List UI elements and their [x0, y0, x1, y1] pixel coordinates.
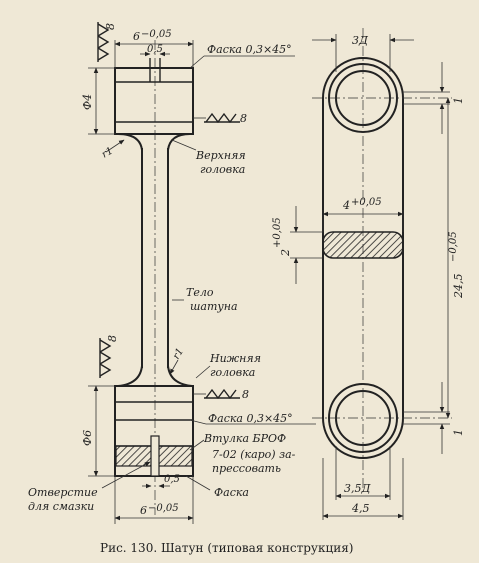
figure-caption: Рис. 130. Шатун (типовая конструкция): [100, 541, 353, 555]
bushing-label-1: Втулка БРОФ: [203, 432, 286, 445]
dim-top-width: 6: [133, 30, 140, 43]
roughness-top-left: 8: [104, 23, 117, 30]
dim-section-h-tol: +0,05: [272, 217, 283, 248]
fillet-top-label: r1: [100, 145, 115, 160]
dim-head-dia: Ф4: [81, 94, 94, 110]
upper-head-label-1: Верхняя: [195, 149, 246, 162]
dim-hole: 0,5: [164, 474, 180, 485]
roughness-lower-left-icon: [99, 338, 112, 378]
chamfer-bottom-label: Фаска: [214, 486, 249, 499]
chamfer-lower-label: Фаска 0,3×45°: [208, 412, 293, 425]
roughness-top-left-icon: [97, 22, 110, 62]
roughness-right-lower: 8: [242, 388, 249, 401]
oil-hole: [150, 435, 160, 477]
dim-bore: 3,5Д: [344, 482, 371, 495]
bushing-label-3: прессовать: [212, 462, 281, 475]
body-label-1: Тело: [186, 286, 214, 299]
dim-slot: 0,5: [147, 44, 163, 55]
dim-lower-dia: Ф6: [81, 430, 94, 446]
body-label-2: шатуна: [190, 300, 238, 313]
roughness-right-top-icon: [193, 112, 240, 124]
dim-center: 24,5: [452, 274, 465, 300]
dim-center-tol: −0,05: [448, 231, 459, 262]
dim-section-h: 2: [279, 249, 292, 257]
dim-top-width-tol: −0,05: [141, 29, 172, 40]
roughness-lower-left: 8: [106, 335, 119, 342]
hole-label-1: Отверстие: [28, 486, 98, 499]
left-view: 6 −0,05 0,5 Фаска 0,3×45° Ф4 8 8 r1: [28, 22, 316, 524]
rod-body: [141, 148, 169, 368]
upper-head-outline: [114, 67, 194, 135]
upper-head: [114, 58, 194, 151]
right-view: 3Д 1 4 +0,05 2 +0,05 24,5 −0,05 1: [272, 28, 465, 520]
hole-label-2: для смазки: [28, 500, 94, 513]
bushing-label-2: 7-02 (каро) за-: [212, 448, 296, 461]
roughness-right-top: 8: [240, 112, 247, 125]
dim-right-top: 3Д: [352, 34, 369, 47]
roughness-right-lower-icon: [193, 388, 240, 400]
fillet-lower-label: r1: [171, 346, 186, 361]
dim-bottom-width: 6: [140, 504, 147, 517]
lower-head-label-2: головка: [210, 366, 255, 379]
dim-bottom-width-tol: −0,05: [148, 503, 179, 514]
rod-cross-section: [322, 231, 404, 259]
dim-right-bottom-small: 1: [452, 429, 465, 436]
lower-head-label-1: Нижняя: [209, 352, 261, 365]
dim-section-w: 4: [342, 199, 350, 212]
dim-section-w-tol: +0,05: [351, 197, 382, 208]
dim-right-top-small: 1: [452, 97, 465, 104]
upper-head-label-2: головка: [200, 163, 245, 176]
chamfer-top-label: Фаска 0,3×45°: [207, 43, 292, 56]
lower-head: [114, 365, 194, 477]
dim-bottom: 4,5: [351, 502, 370, 515]
